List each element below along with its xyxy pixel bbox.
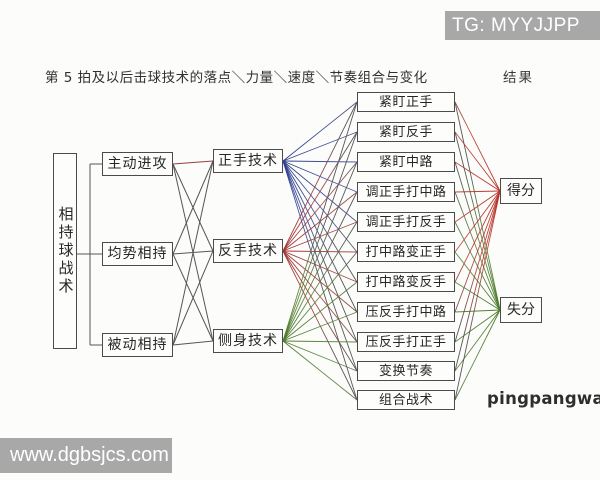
tactic-box-3: 调正手打中路: [357, 182, 455, 202]
tactic-box-5: 打中路变正手: [357, 242, 455, 262]
watermark-telegram: TG: MYYJJPP: [445, 11, 600, 40]
stage-box-0: 主动进攻: [102, 152, 173, 176]
result-column-label: 结果: [503, 70, 534, 86]
tactic-box-0: 紧盯正手: [357, 92, 455, 112]
technique-box-0: 正手技术: [213, 149, 283, 173]
watermark-site-left: www.dgbsjcs.com: [0, 438, 172, 473]
root-box-rally-tactics: 相持球战术: [53, 153, 77, 349]
watermark-site-right: pingpangwang.com: [487, 389, 600, 408]
stage-box-1: 均势相持: [102, 242, 173, 266]
tactic-box-6: 打中路变反手: [357, 272, 455, 292]
result-box-1: 失分: [500, 297, 542, 323]
tactic-box-9: 变换节奏: [357, 361, 455, 381]
tactic-box-4: 调正手打反手: [357, 212, 455, 232]
tactic-box-8: 压反手打正手: [357, 332, 455, 352]
tactic-box-7: 压反手打中路: [357, 302, 455, 322]
tactic-box-2: 紧盯中路: [357, 152, 455, 172]
tactic-box-10: 组合战术: [357, 390, 455, 410]
result-box-0: 得分: [500, 178, 542, 204]
tactic-box-1: 紧盯反手: [357, 122, 455, 142]
technique-box-1: 反手技术: [213, 239, 283, 263]
stage-box-2: 被动相持: [102, 333, 173, 357]
diagram-title: 第 5 拍及以后击球技术的落点＼力量＼速度＼节奏组合与变化: [45, 70, 428, 86]
technique-box-2: 侧身技术: [213, 329, 283, 353]
